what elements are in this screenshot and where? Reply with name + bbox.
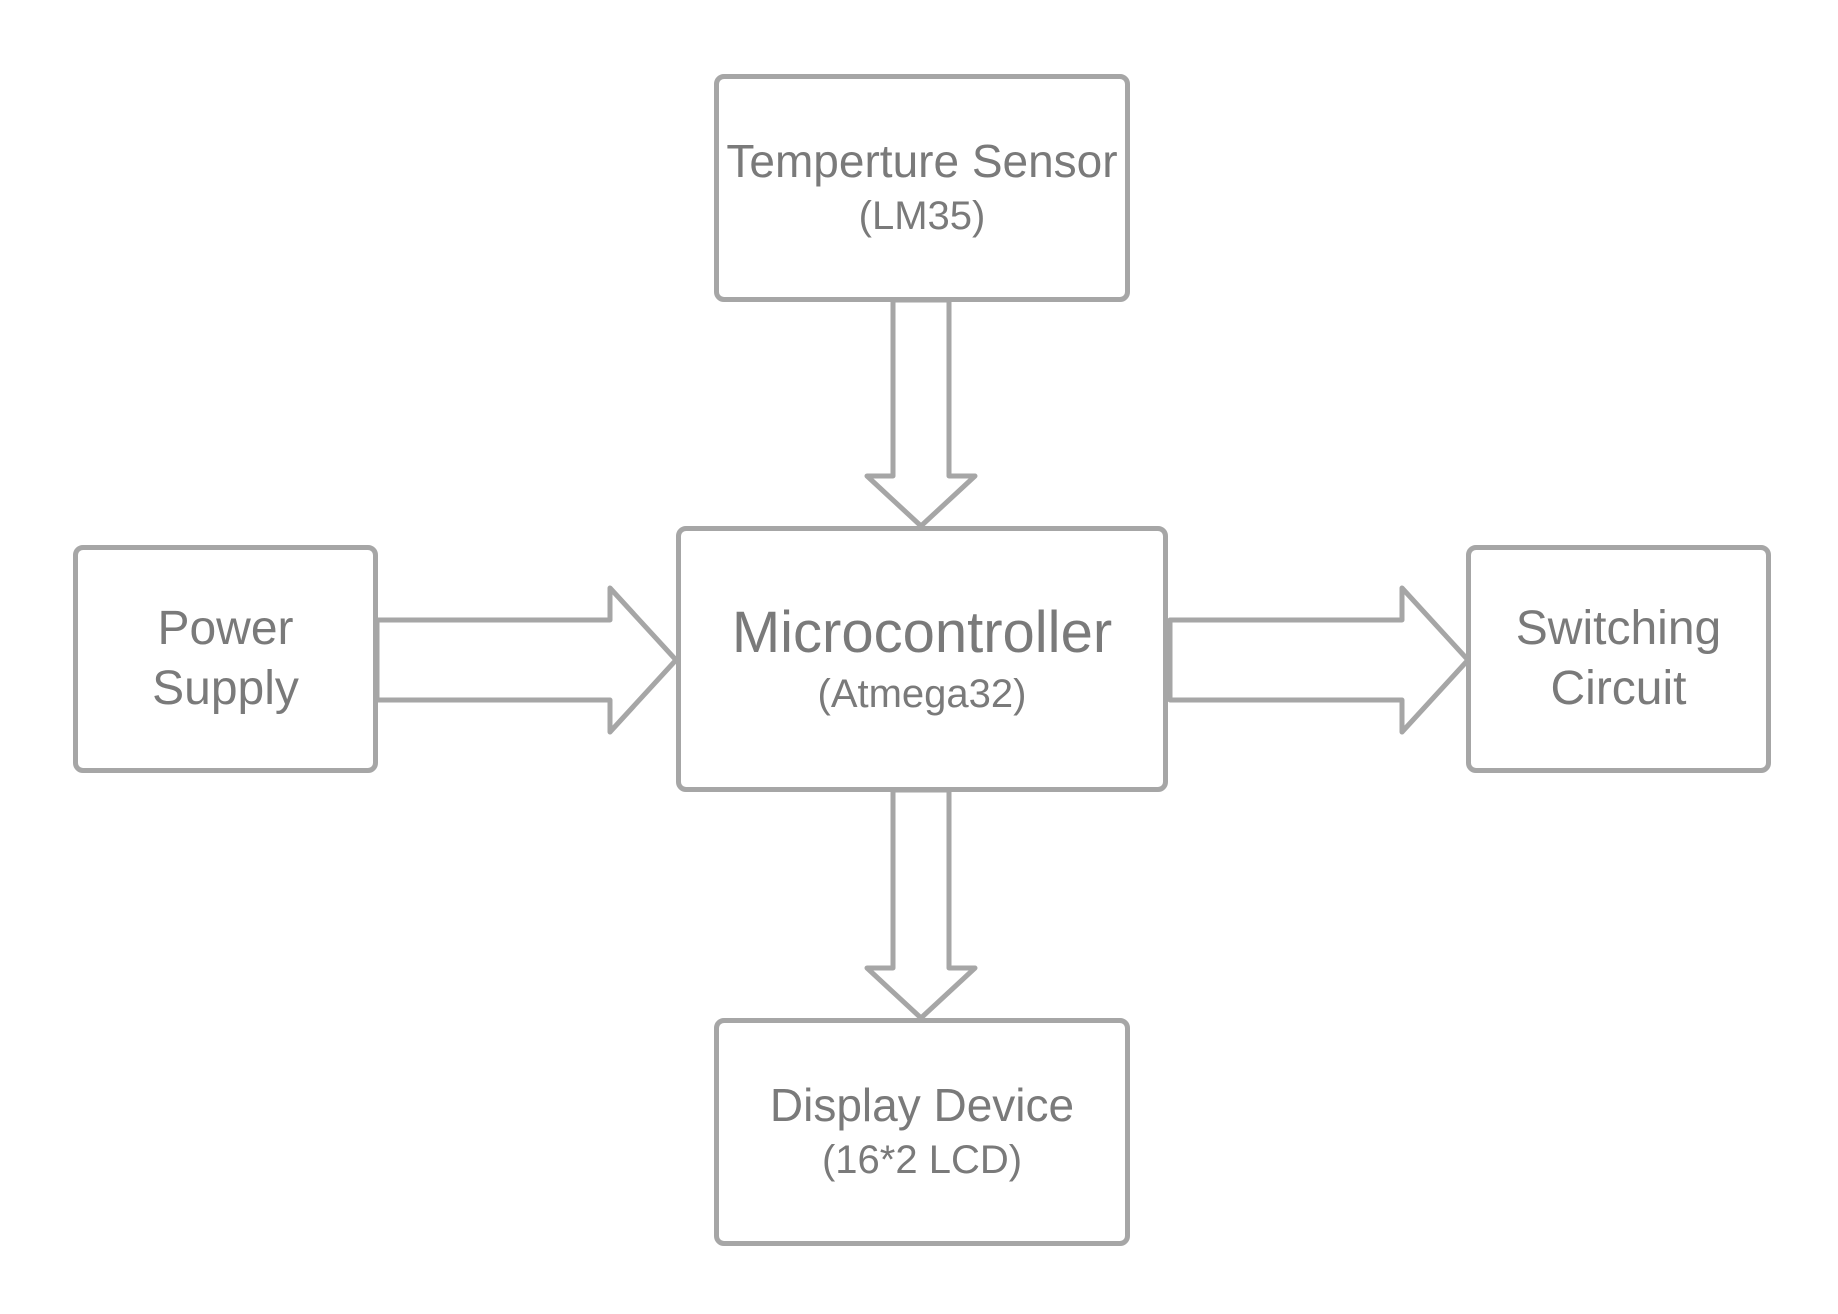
arrow-mcu-to-switching [1167, 585, 1471, 735]
switching-circuit-line1: Switching [1515, 602, 1722, 655]
temperature-sensor-model: (LM35) [858, 193, 986, 238]
power-supply-block: Power Supply [73, 545, 378, 773]
arrow-power-to-mcu [374, 585, 679, 735]
display-device-block: Display Device (16*2 LCD) [714, 1018, 1130, 1246]
microcontroller-title: Microcontroller [731, 600, 1113, 666]
display-device-title: Display Device [769, 1079, 1075, 1132]
microcontroller-block: Microcontroller (Atmega32) [676, 526, 1168, 792]
temperature-sensor-title: Temperture Sensor [726, 135, 1118, 188]
power-supply-line2: Supply [152, 662, 299, 715]
microcontroller-model: (Atmega32) [817, 671, 1027, 716]
switching-circuit-line2: Circuit [1550, 662, 1687, 715]
display-device-model: (16*2 LCD) [821, 1137, 1023, 1182]
switching-circuit-block: Switching Circuit [1466, 545, 1771, 773]
temperature-sensor-block: Temperture Sensor (LM35) [714, 74, 1130, 302]
arrow-sensor-to-mcu [864, 297, 978, 529]
power-supply-line1: Power [157, 602, 294, 655]
arrow-mcu-to-display [864, 787, 978, 1021]
